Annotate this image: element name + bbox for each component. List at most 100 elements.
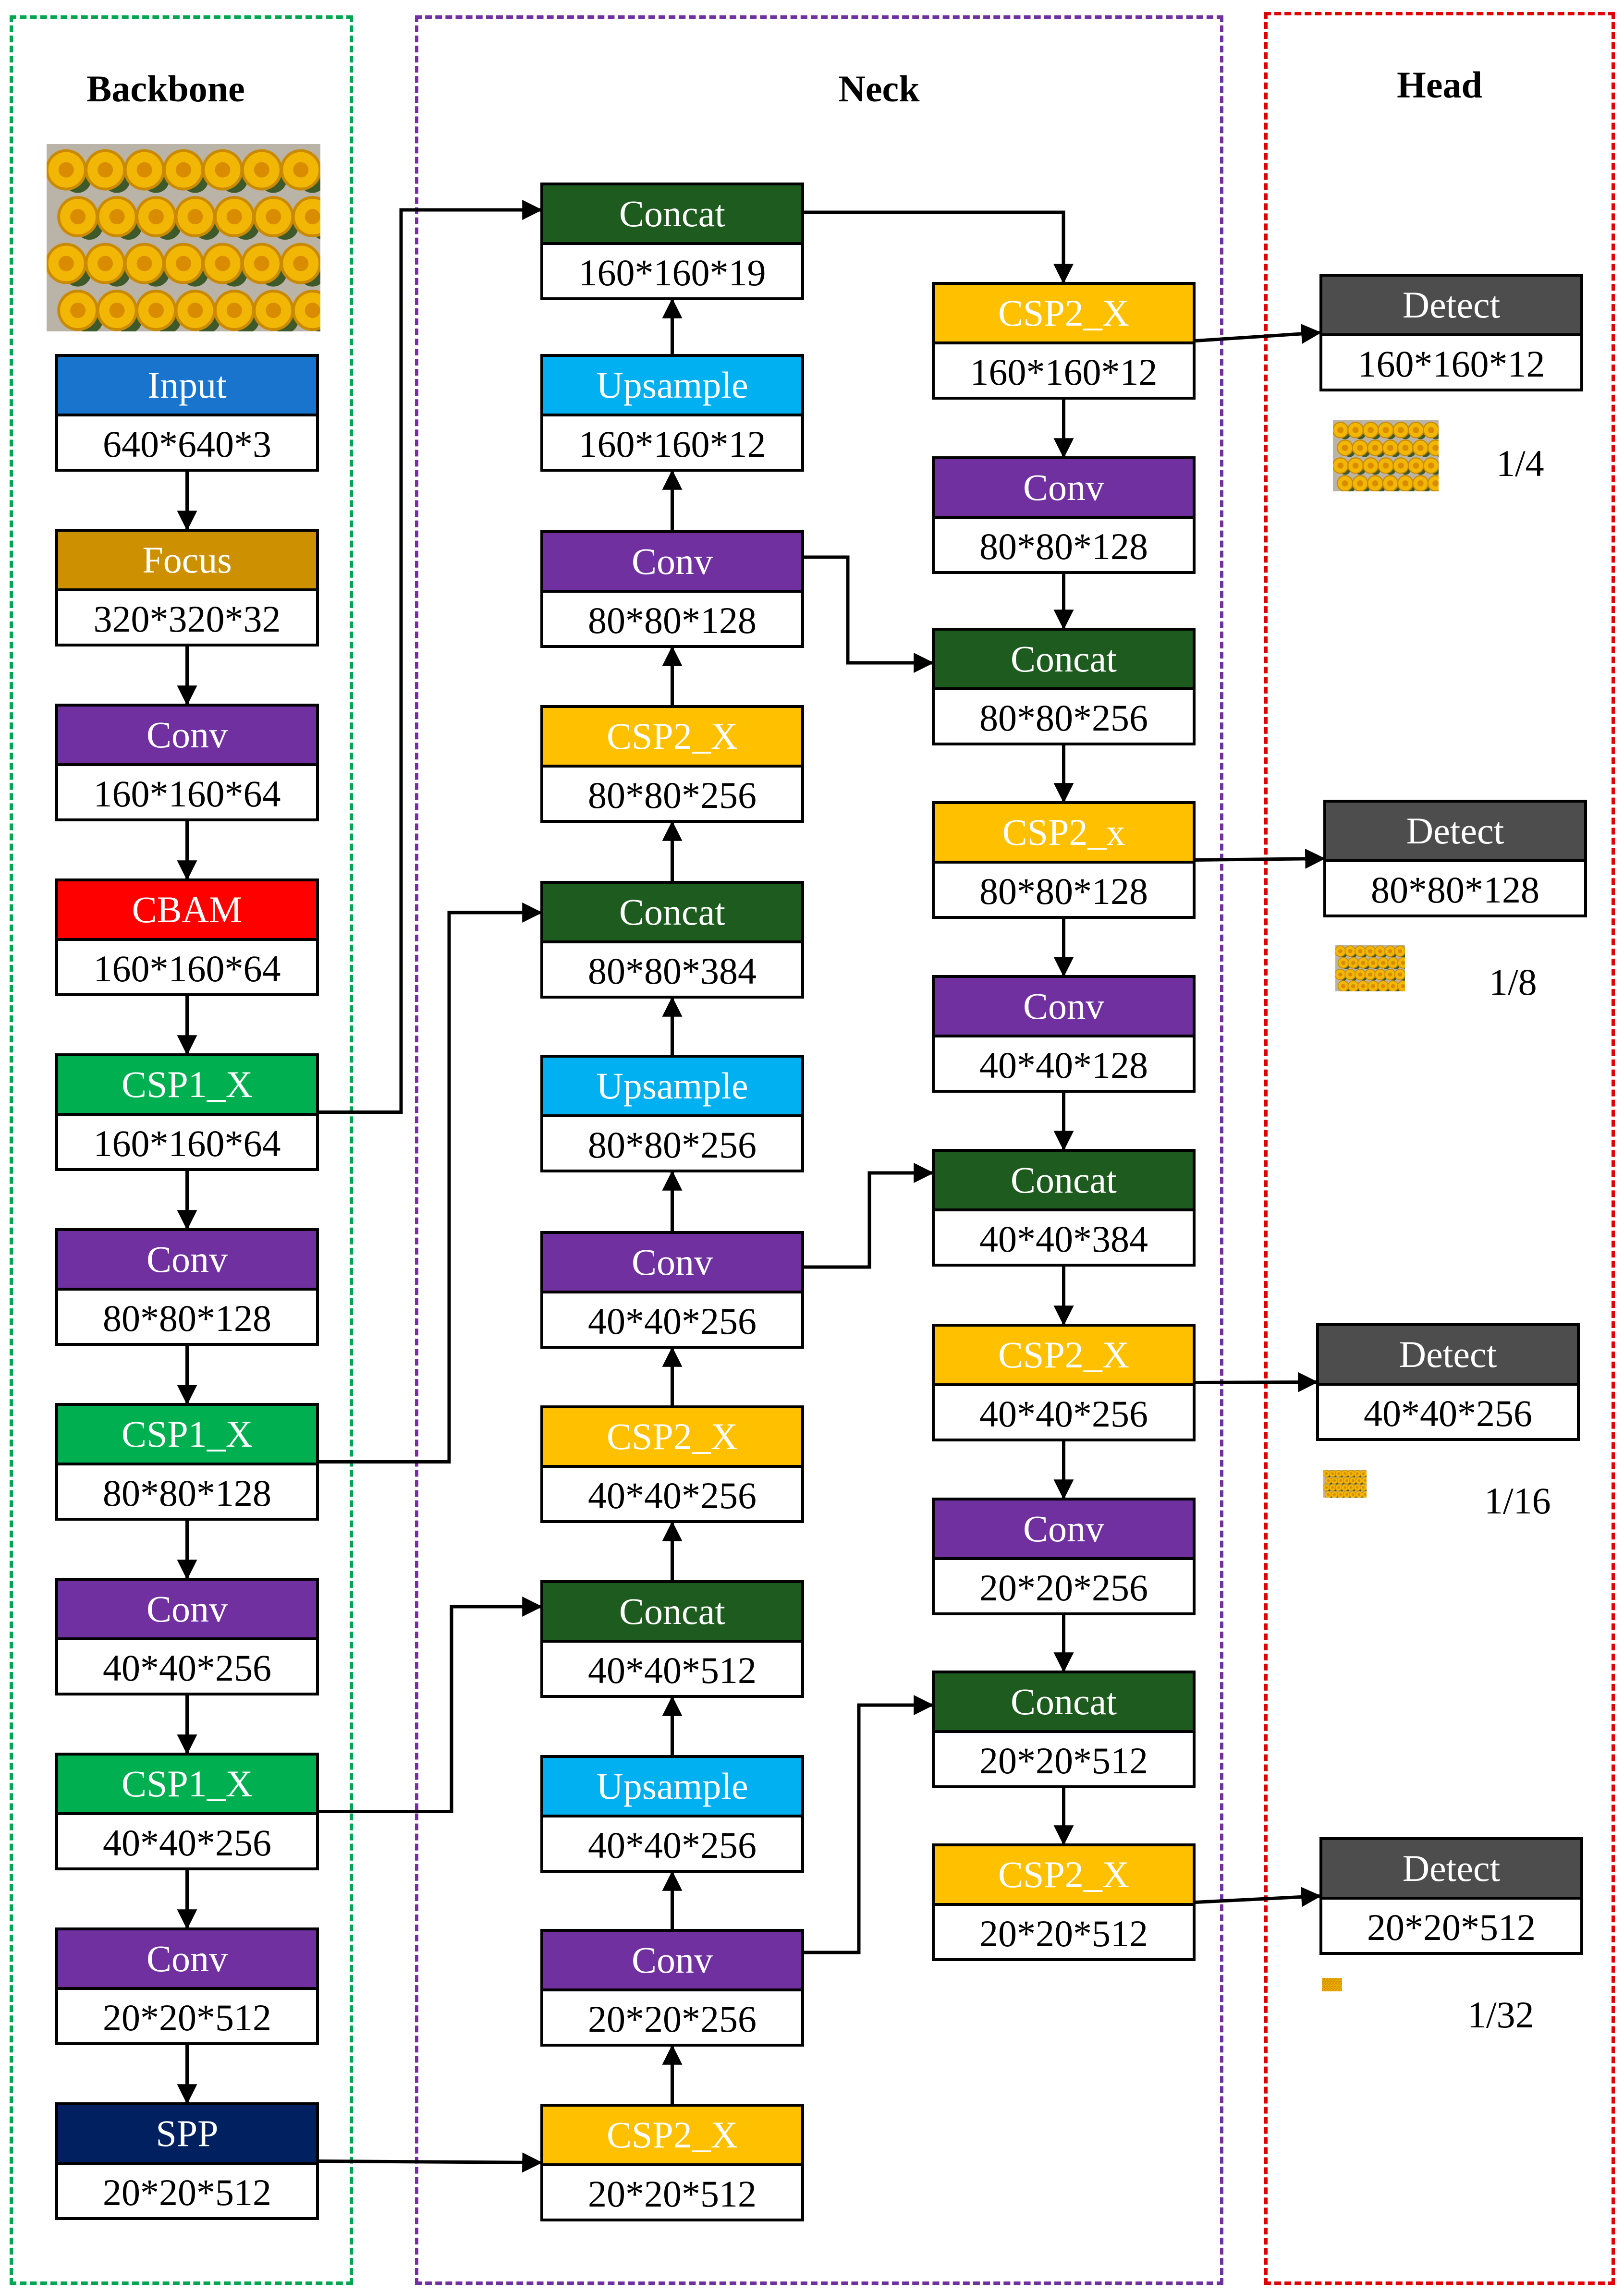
feature-map-thumbnail-2	[1335, 945, 1405, 991]
block-dimension-label: 80*80*256	[588, 774, 757, 816]
scale-label-4: 1/32	[1467, 1994, 1534, 2036]
block-name-label: Detect	[1326, 803, 1584, 862]
block-name-label: Conv	[58, 1231, 316, 1291]
block-dimension-label: 80*80*256	[979, 696, 1148, 739]
block-name-label: Conv	[58, 707, 316, 766]
block-dimension-label: 40*40*256	[103, 1647, 271, 1689]
block-name-label: Detect	[1322, 277, 1580, 336]
neck-n_csp3-block: CSP2_X 20*20*512	[540, 2104, 804, 2221]
block-name-label: CSP2_x	[935, 804, 1193, 864]
block-dimension-label: 20*20*256	[979, 1566, 1148, 1609]
skip-arrow-csp1a	[319, 200, 543, 1114]
block-dimension-label: 160*160*19	[578, 251, 766, 293]
block-name-label: Concat	[935, 1673, 1193, 1733]
block-dimension-label: 20*20*512	[979, 1739, 1148, 1781]
neck-frame	[415, 15, 1223, 2285]
block-dimension-label: 40*40*128	[979, 1044, 1148, 1086]
neck-r_concat3-block: Concat 20*20*512	[932, 1671, 1196, 1788]
lateral-arrow-2	[804, 1163, 934, 1269]
block-name-label: CSP1_X	[58, 1056, 316, 1116]
detect-arrow-1	[1195, 324, 1322, 344]
block-dimension-label: 20*20*512	[1367, 1906, 1536, 1948]
block-dimension-label: 80*80*128	[588, 599, 757, 641]
block-name-label: Conv	[543, 1234, 801, 1293]
block-dimension-label: 40*40*512	[588, 1649, 757, 1691]
head-title: Head	[1397, 64, 1482, 106]
block-dimension-label: 20*20*512	[103, 1996, 271, 2038]
head-detect-1-block: Detect 160*160*12	[1319, 274, 1583, 391]
block-dimension-label: 80*80*128	[103, 1297, 271, 1339]
block-dimension-label: 80*80*128	[979, 525, 1148, 567]
block-name-label: Conv	[543, 533, 801, 593]
detect-arrow-4	[1195, 1887, 1322, 1907]
neck-r_conv2-block: Conv 40*40*128	[932, 975, 1196, 1093]
block-dimension-label: 160*160*64	[93, 772, 281, 815]
block-dimension-label: 160*160*12	[1357, 342, 1545, 385]
block-name-label: SPP	[58, 2105, 316, 2165]
block-name-label: Conv	[935, 978, 1193, 1037]
backbone-focus-block: Focus 320*320*32	[55, 529, 319, 646]
neck-n_csp1-block: CSP2_X 80*80*256	[540, 705, 804, 823]
block-name-label: CBAM	[58, 881, 316, 941]
skip-arrow-csp1b	[319, 903, 543, 1464]
block-dimension-label: 160*160*64	[93, 1122, 281, 1164]
block-name-label: CSP2_X	[935, 285, 1193, 344]
block-dimension-label: 80*80*128	[103, 1472, 271, 1514]
neck-n_conv2-block: Conv 40*40*256	[540, 1231, 804, 1349]
lateral-arrow-3	[804, 1695, 934, 1954]
block-dimension-label: 160*160*64	[93, 947, 281, 989]
feature-map-thumbnail-1	[1333, 420, 1439, 491]
backbone-csp1a-block: CSP1_X 160*160*64	[55, 1053, 319, 1171]
block-dimension-label: 320*320*32	[93, 598, 281, 640]
block-name-label: Conv	[935, 459, 1193, 519]
input-image-thumbnail	[47, 144, 320, 331]
block-dimension-label: 20*20*512	[588, 2172, 757, 2215]
block-name-label: Upsample	[543, 1758, 801, 1817]
block-dimension-label: 40*40*256	[588, 1300, 757, 1342]
block-name-label: Focus	[58, 532, 316, 591]
block-name-label: Concat	[543, 1583, 801, 1643]
block-name-label: Concat	[543, 884, 801, 943]
detect-arrow-3	[1195, 1372, 1319, 1392]
block-name-label: Conv	[58, 1581, 316, 1640]
backbone-conv3-block: Conv 40*40*256	[55, 1578, 319, 1695]
backbone-title: Backbone	[86, 68, 245, 110]
neck-r_concat2-block: Concat 40*40*384	[932, 1149, 1196, 1267]
head-frame	[1264, 12, 1615, 2285]
neck-n_concat2-block: Concat 80*80*384	[540, 881, 804, 999]
feature-map-thumbnail-3	[1323, 1470, 1367, 1498]
block-dimension-label: 640*640*3	[103, 423, 271, 465]
scale-label-1: 1/4	[1496, 442, 1544, 484]
neck-r_csp1-block: CSP2_X 160*160*12	[932, 282, 1196, 400]
detect-arrow-2	[1195, 848, 1326, 869]
block-name-label: CSP2_X	[543, 2107, 801, 2166]
block-dimension-label: 80*80*384	[588, 950, 757, 992]
block-name-label: CSP2_X	[543, 708, 801, 768]
neck-n_conv1-block: Conv 80*80*128	[540, 530, 804, 648]
scale-label-3: 1/16	[1484, 1480, 1551, 1522]
block-name-label: CSP1_X	[58, 1406, 316, 1465]
block-name-label: Concat	[935, 1152, 1193, 1211]
feature-map-thumbnail-4	[1322, 1978, 1342, 1991]
lateral-arrow-1	[804, 555, 934, 673]
block-name-label: Detect	[1319, 1326, 1577, 1386]
block-dimension-label: 160*160*12	[970, 351, 1158, 393]
block-dimension-label: 40*40*384	[979, 1218, 1148, 1260]
block-name-label: CSP2_X	[935, 1327, 1193, 1386]
block-name-label: CSP2_X	[935, 1846, 1193, 1906]
backbone-cbam-block: CBAM 160*160*64	[55, 878, 319, 996]
block-name-label: CSP1_X	[58, 1756, 316, 1815]
